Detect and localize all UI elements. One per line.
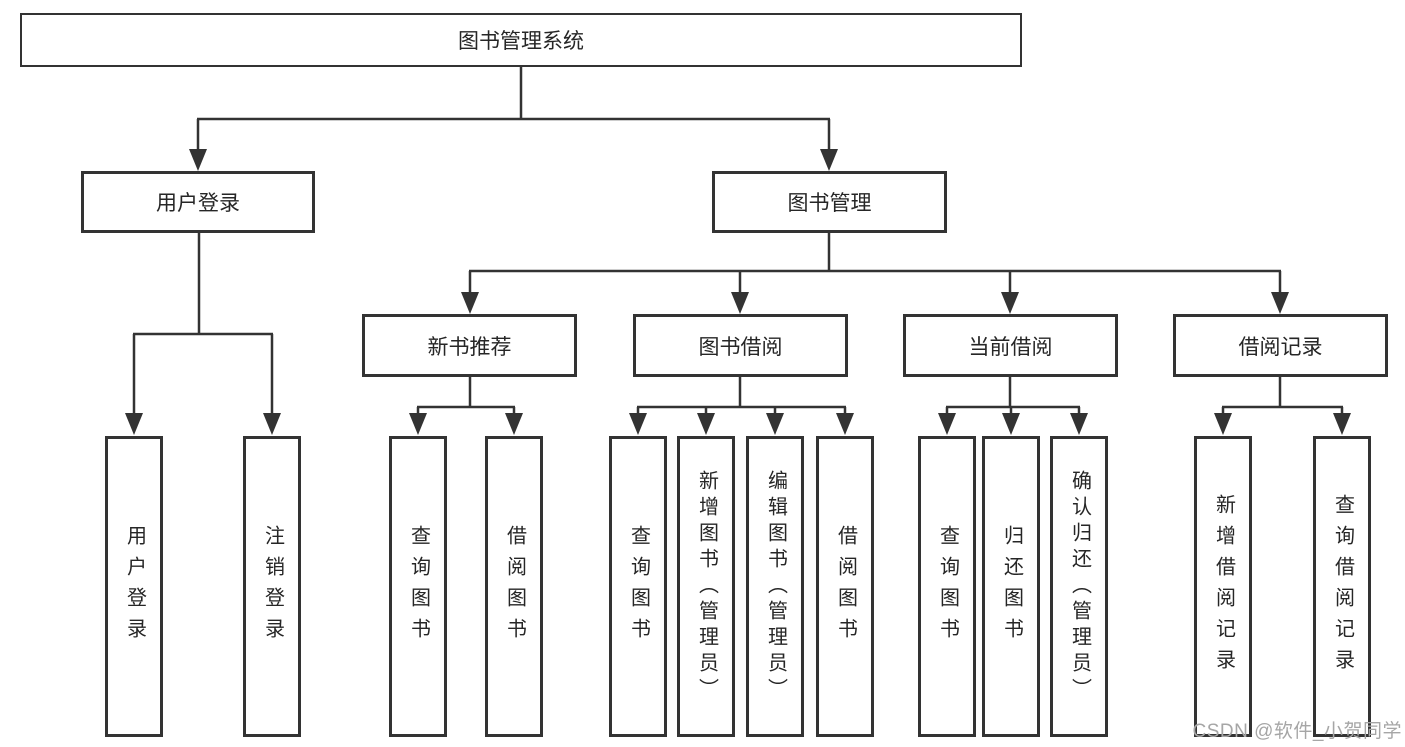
node-borrowing-records-label: 借阅记录 <box>1238 335 1323 359</box>
node-book-management-label: 图书管理 <box>787 192 872 215</box>
leaf-nbr-borrow-books: 借阅图书 <box>485 436 543 737</box>
node-root-label: 图书管理系统 <box>458 30 584 53</box>
leaf-bb-add-books-admin: 新增图书（管理员） <box>677 436 735 737</box>
node-new-book-recommend-label: 新书推荐 <box>427 335 512 359</box>
connector-current-borrowing-to-leaves <box>938 377 1088 435</box>
node-user-login-label: 用户登录 <box>156 192 240 215</box>
leaf-bb-query-books-label: 查询图书 <box>627 524 650 649</box>
node-book-borrowing: 图书借阅 <box>633 314 848 377</box>
node-borrowing-records: 借阅记录 <box>1173 314 1388 377</box>
leaf-br-add-borrow-record-label: 新增借阅记录 <box>1212 493 1235 680</box>
connector-root-to-level2 <box>189 67 838 171</box>
node-book-management: 图书管理 <box>712 171 947 233</box>
leaf-nbr-query-books-label: 查询图书 <box>407 524 430 649</box>
leaf-cb-query-books: 查询图书 <box>918 436 976 737</box>
node-current-borrowing-label: 当前借阅 <box>968 335 1053 359</box>
leaf-nbr-query-books: 查询图书 <box>389 436 447 737</box>
leaf-nbr-borrow-books-label: 借阅图书 <box>503 524 526 649</box>
leaf-cb-query-books-label: 查询图书 <box>936 524 959 649</box>
leaf-logout-login: 注销登录 <box>243 436 301 737</box>
node-new-book-recommend: 新书推荐 <box>362 314 577 377</box>
connector-user-login-to-leaves <box>125 233 281 435</box>
leaf-bb-edit-books-admin: 编辑图书（管理员） <box>746 436 804 737</box>
leaf-br-add-borrow-record: 新增借阅记录 <box>1194 436 1252 737</box>
leaf-br-query-borrow-record-label: 查询借阅记录 <box>1331 493 1354 680</box>
watermark: CSDN @软件_小贺同学 <box>1192 721 1402 742</box>
leaf-bb-edit-books-admin-label: 编辑图书（管理员） <box>764 469 787 704</box>
node-book-borrowing-label: 图书借阅 <box>698 335 783 359</box>
leaf-br-query-borrow-record: 查询借阅记录 <box>1313 436 1371 737</box>
leaf-cb-return-books-label: 归还图书 <box>1000 524 1023 649</box>
leaf-cb-confirm-return-admin-label: 确认归还（管理员） <box>1068 469 1091 704</box>
leaf-logout-login-label: 注销登录 <box>261 524 284 649</box>
connector-new-book-recommend-to-leaves <box>409 377 523 435</box>
leaf-user-login-label: 用户登录 <box>123 524 146 649</box>
leaf-user-login: 用户登录 <box>105 436 163 737</box>
connector-book-borrowing-to-leaves <box>629 377 854 435</box>
node-current-borrowing: 当前借阅 <box>903 314 1118 377</box>
node-user-login: 用户登录 <box>81 171 315 233</box>
node-root: 图书管理系统 <box>20 13 1022 67</box>
leaf-cb-return-books: 归还图书 <box>982 436 1040 737</box>
leaf-bb-add-books-admin-label: 新增图书（管理员） <box>695 469 718 704</box>
connector-book-management-to-level3 <box>461 233 1289 314</box>
leaf-bb-borrow-books-label: 借阅图书 <box>834 524 857 649</box>
leaf-bb-query-books: 查询图书 <box>609 436 667 737</box>
connector-borrowing-records-to-leaves <box>1214 377 1351 435</box>
leaf-bb-borrow-books: 借阅图书 <box>816 436 874 737</box>
leaf-cb-confirm-return-admin: 确认归还（管理员） <box>1050 436 1108 737</box>
